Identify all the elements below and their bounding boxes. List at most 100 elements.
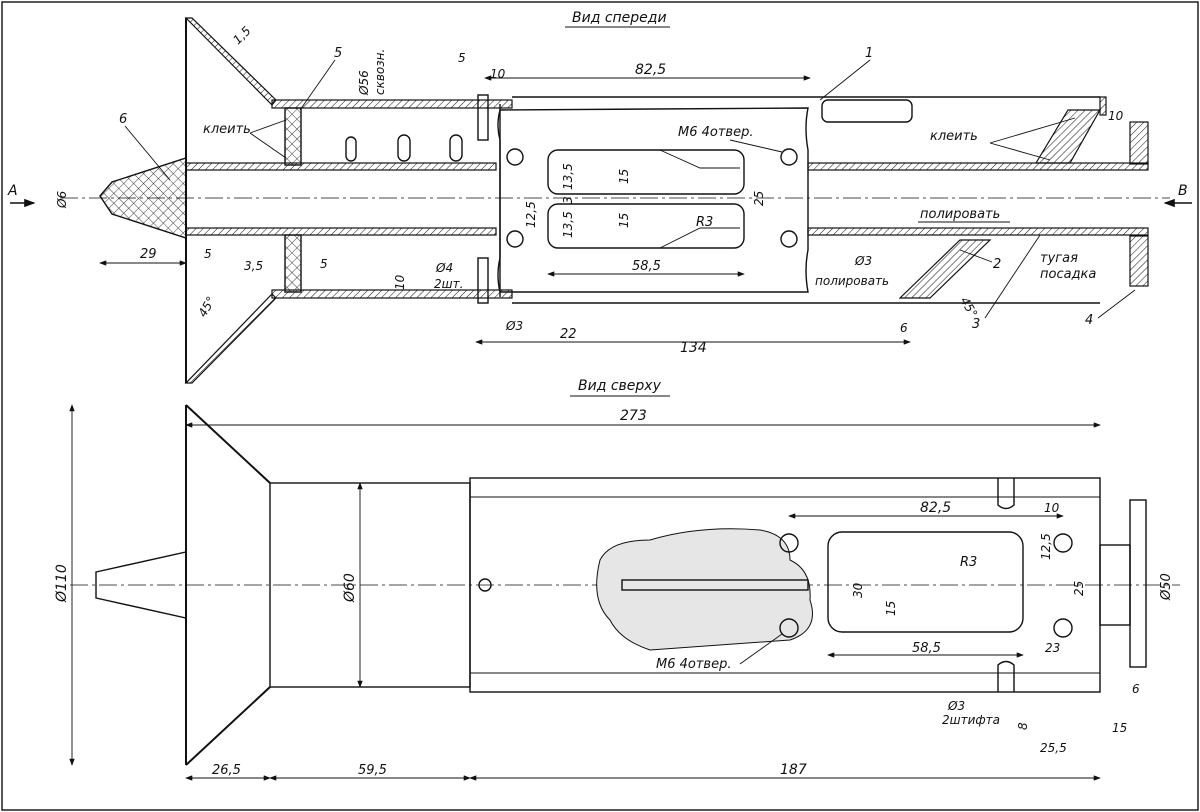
dim-29: 29	[140, 247, 157, 262]
dim-15-b: 15	[617, 213, 631, 228]
note-tight-fit-1: тугая	[1040, 251, 1078, 266]
m6-hole-4	[780, 230, 798, 248]
inner-tube-wall-bottom	[185, 227, 497, 236]
dim-15-a: 15	[617, 169, 631, 184]
dim-25-top: 25	[1072, 581, 1086, 596]
note-glue-left: клеить	[203, 122, 251, 137]
pin-1	[345, 136, 357, 162]
funnel-wall-top	[184, 17, 277, 106]
dim-d3-right: Ø3	[854, 254, 872, 268]
end-cap-top	[1129, 121, 1149, 165]
dim-26-5: 26,5	[212, 763, 241, 778]
m6-hole-2	[506, 230, 524, 248]
slot-window-lower	[547, 203, 745, 249]
dim-82-5-front: 82,5	[635, 62, 666, 78]
slot-window-upper	[547, 149, 745, 195]
ring-bushing-bottom	[284, 234, 302, 293]
dim-13-5-b: 13,5	[561, 211, 575, 238]
dim-5-top: 5	[458, 51, 466, 65]
dim-134: 134	[680, 340, 707, 356]
dim-6-top: 6	[1132, 682, 1140, 696]
dim-25-5: 25,5	[1040, 741, 1067, 755]
dim-12-5-top: 12,5	[1039, 533, 1053, 560]
dim-6-bottom: 6	[900, 321, 908, 335]
label-b: B	[1178, 183, 1188, 199]
note-polish-bottom: полировать	[815, 274, 889, 288]
dim-r3: R3	[696, 215, 713, 230]
m6-hole-1	[506, 148, 524, 166]
dim-10-right: 10	[1108, 109, 1124, 123]
dim-d56: Ø56	[357, 70, 371, 96]
dim-d4: Ø4	[435, 261, 453, 275]
top-view: Вид сверху 273 Ø11	[54, 378, 1180, 781]
end-cap-disc	[1129, 499, 1147, 668]
slide-rod	[621, 579, 809, 591]
dim-58-5-top: 58,5	[912, 641, 941, 656]
dim-d50: Ø50	[1159, 573, 1174, 601]
dim-187: 187	[780, 762, 807, 778]
slot-window-top	[827, 531, 1024, 633]
m6-hole-top-1	[779, 533, 799, 553]
outer-tube-wall-bottom	[271, 289, 513, 299]
part-2: 2	[993, 257, 1001, 272]
dim-5-a: 5	[204, 247, 212, 261]
dim-23: 23	[1045, 641, 1060, 655]
dim-12-5: 12,5	[524, 201, 538, 228]
inner-tube-wall-top-right	[807, 162, 1149, 171]
front-view: Вид спереди	[7, 10, 1192, 384]
m6-hole-3	[780, 148, 798, 166]
dim-3-mid: 3	[561, 196, 575, 204]
top-view-title: Вид сверху	[578, 378, 662, 394]
wedge-bottom	[898, 239, 992, 299]
dim-15-top: 15	[884, 601, 898, 616]
front-view-title: Вид спереди	[572, 10, 667, 26]
part-1: 1	[865, 46, 873, 61]
dim-3-5: 3,5	[244, 259, 263, 273]
nose-cone-top	[95, 551, 187, 619]
dim-pins: 2штифта	[942, 713, 1000, 727]
dim-10-left: 10	[393, 274, 407, 290]
dim-d6: Ø6	[55, 191, 69, 209]
m6-hole-top-3	[1053, 533, 1073, 553]
ring-bushing-top	[284, 107, 302, 166]
pin-3	[449, 134, 463, 162]
note-tight-fit-2: посадка	[1040, 267, 1096, 282]
dim-d110: Ø110	[54, 564, 70, 603]
dim-59-5: 59,5	[358, 763, 387, 778]
dim-m6-top: М6 4отвер.	[656, 657, 731, 672]
dim-273: 273	[620, 408, 647, 424]
dim-wall-1-5: 1,5	[230, 24, 253, 47]
dim-d60: Ø60	[342, 573, 358, 603]
dim-13-5-a: 13,5	[561, 163, 575, 190]
part-4: 4	[1085, 313, 1093, 328]
dim-58-5: 58,5	[632, 259, 661, 274]
dim-15-top-b: 15	[1112, 721, 1127, 735]
dim-d3-top: Ø3	[947, 699, 965, 713]
note-polish-top: полировать	[920, 207, 1000, 222]
dim-25: 25	[752, 191, 766, 206]
dim-r3-top: R3	[960, 555, 977, 570]
dim-82-5-top: 82,5	[920, 500, 951, 516]
m6-hole-top-4	[1053, 618, 1073, 638]
dim-2pcs: 2шт.	[434, 277, 463, 291]
end-cap-bottom	[1129, 235, 1149, 287]
cone-nose	[99, 157, 187, 239]
label-a: A	[7, 183, 18, 199]
pin-2	[397, 134, 411, 162]
dim-45-left: 45°	[195, 294, 218, 319]
dim-d3: Ø3	[505, 319, 523, 333]
inner-tube-wall-top	[185, 162, 497, 171]
dim-m6-front: М6 4отвер.	[678, 125, 753, 140]
dim-through: сквозн.	[373, 49, 387, 95]
dim-22: 22	[560, 327, 577, 342]
slide-plate	[497, 107, 809, 293]
note-glue-right: клеить	[930, 129, 978, 144]
dim-10-top: 10	[1044, 501, 1060, 515]
m6-hole-top-2	[779, 618, 799, 638]
part-3: 3	[972, 317, 980, 332]
outer-tube-wall-top	[271, 99, 513, 109]
dim-5-b: 5	[320, 257, 328, 271]
part-5-top: 5	[334, 46, 342, 61]
